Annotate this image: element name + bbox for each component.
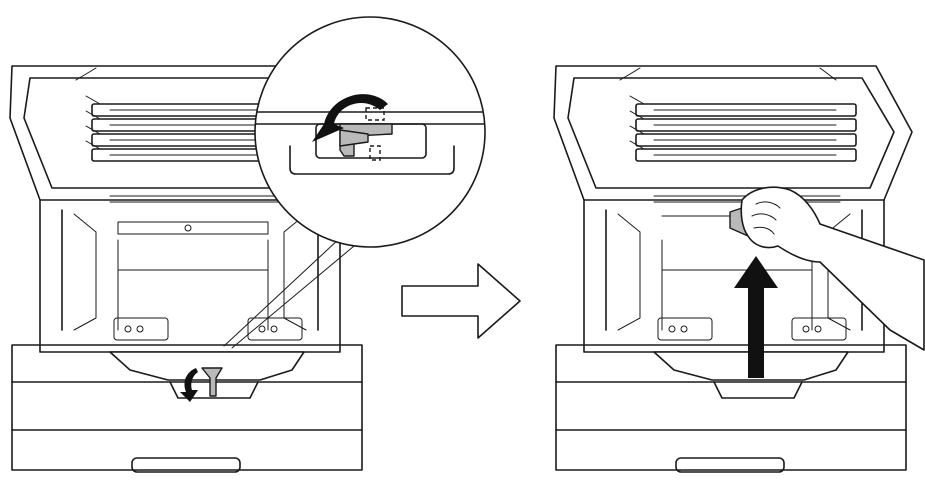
zoom-callout [254,16,486,248]
printer-left-step-1 [9,16,486,473]
drum-unit-slots [629,95,857,162]
turn-arrow-small [180,368,198,402]
printer-body [11,195,363,473]
top-cover [553,65,913,201]
next-step-arrow-icon [401,263,521,339]
lift-up-arrow-icon [734,256,778,378]
callout-pointer [223,237,355,349]
hand-lifting-box [729,186,925,351]
waste-toner-lever [201,367,223,397]
rotate-arrow-icon [312,94,388,142]
printer-right-step-2 [553,65,925,473]
